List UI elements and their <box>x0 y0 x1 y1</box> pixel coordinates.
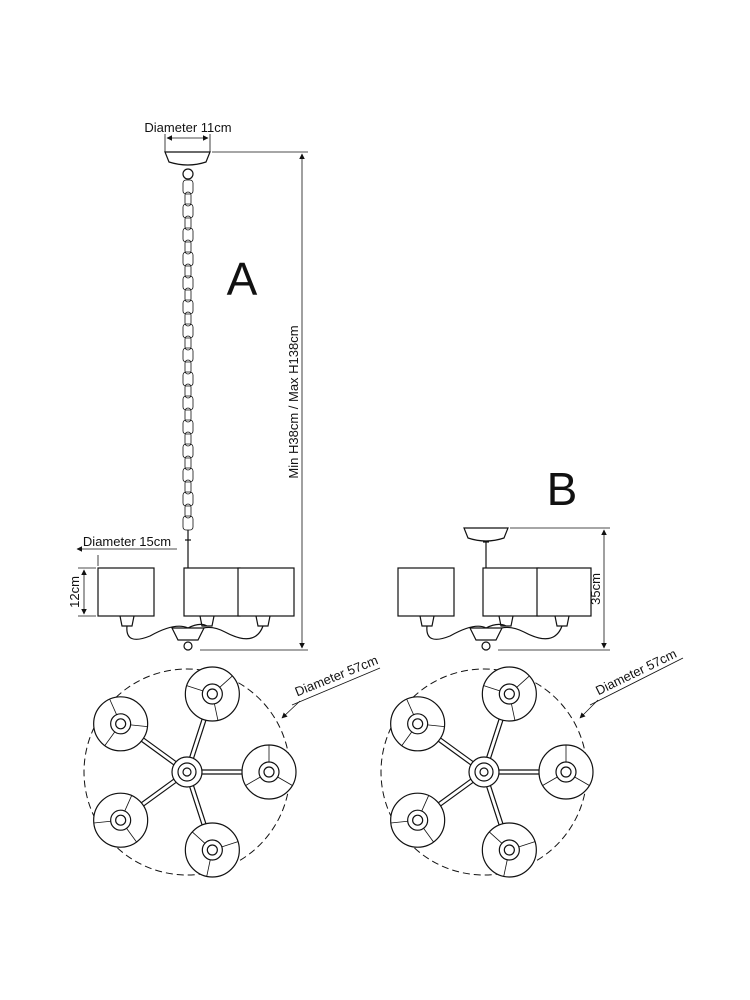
overall-diameter-label-a: Diameter 57cm <box>293 652 380 699</box>
chain-link <box>182 371 194 387</box>
chain-link <box>182 491 194 507</box>
variant-a-plan: Diameter 57cm <box>83 652 381 878</box>
chain-link <box>184 239 192 255</box>
chain-link <box>184 479 192 495</box>
chain-link <box>182 467 194 483</box>
chain-link <box>182 395 194 411</box>
chain-link <box>182 203 194 219</box>
variant-a-elevation: Diameter 11cm Diameter 15cm 12cm <box>67 120 308 651</box>
chain-link <box>184 311 192 327</box>
variant-b-plan: Diameter 57cm <box>380 646 684 878</box>
chain-link <box>182 347 194 363</box>
chain-link <box>184 407 192 423</box>
height-range-label: Min H38cm / Max H138cm <box>286 325 301 478</box>
chain-link <box>182 179 194 195</box>
chain-link <box>184 335 192 351</box>
shade-height-label: 12cm <box>67 576 82 608</box>
variant-b-elevation: 35cm B <box>397 463 610 651</box>
height-label-b: 35cm <box>588 573 603 605</box>
plan-shade <box>93 792 149 848</box>
chain-link <box>182 275 194 291</box>
chain-link <box>184 431 192 447</box>
hub <box>171 756 203 788</box>
variant-b-letter: B <box>547 463 578 515</box>
overall-diameter-label-b: Diameter 57cm <box>593 646 679 698</box>
chain-link <box>184 359 192 375</box>
shade-diameter-label: Diameter 15cm <box>83 534 171 549</box>
body <box>171 627 205 641</box>
chain-link <box>182 443 194 459</box>
chain-link <box>182 299 194 315</box>
plan-shade <box>481 822 537 878</box>
chain-link <box>184 191 192 207</box>
canopy-b <box>463 527 509 542</box>
chain-link <box>182 251 194 267</box>
chain-link <box>184 503 192 519</box>
plan-shade <box>481 666 537 722</box>
chain-link <box>184 383 192 399</box>
plan-shade <box>184 666 240 722</box>
chain-link <box>184 263 192 279</box>
arms <box>126 623 264 640</box>
chain-link <box>184 215 192 231</box>
canopy-a <box>164 151 211 166</box>
shade-right <box>237 567 295 617</box>
shade-left <box>97 567 155 617</box>
chain-link <box>182 227 194 243</box>
plan-shade <box>390 696 446 752</box>
plan-shade <box>93 696 149 752</box>
chain-link <box>182 419 194 435</box>
chain <box>182 179 194 531</box>
chain-link <box>182 323 194 339</box>
hub <box>468 756 500 788</box>
plan-shade <box>390 792 446 848</box>
variant-a-letter: A <box>227 253 258 305</box>
plan-shade <box>184 822 240 878</box>
canopy-diameter-label: Diameter 11cm <box>144 120 231 135</box>
chain-link <box>184 287 192 303</box>
chain-link <box>184 455 192 471</box>
shade-center <box>183 567 241 617</box>
